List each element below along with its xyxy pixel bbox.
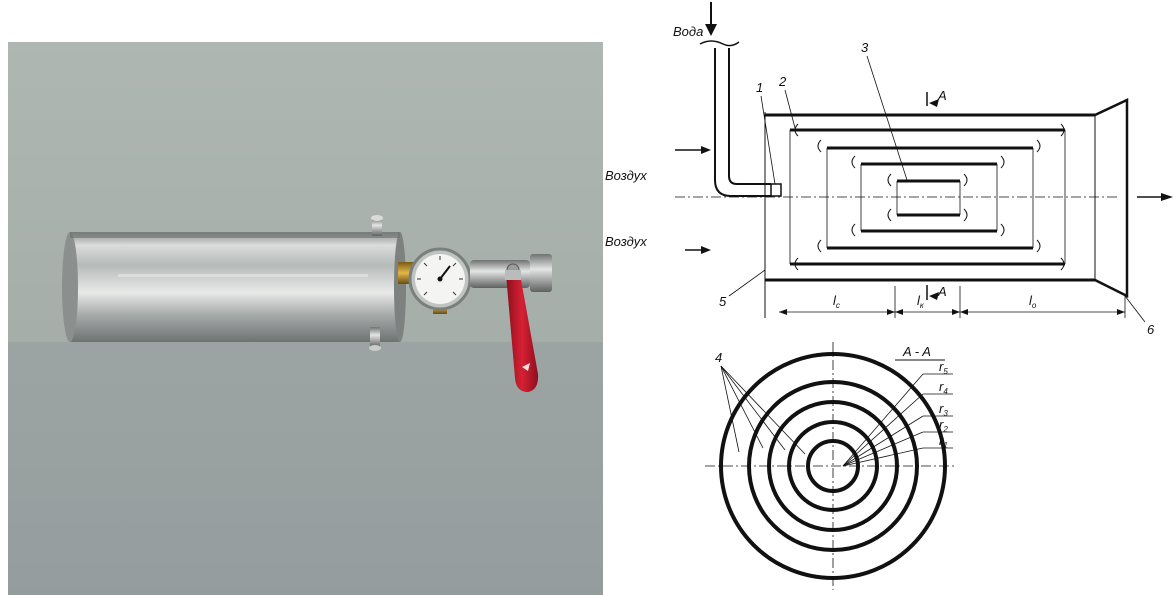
water-label: Вода — [673, 24, 703, 39]
part-label-5: 5 — [719, 294, 727, 309]
air-label-top: Воздух — [605, 168, 647, 183]
part-label-4-group: 4 — [715, 350, 806, 455]
dimension-line: lc lк lо — [779, 286, 1126, 318]
svg-text:lо: lо — [1029, 293, 1037, 310]
svg-text:lc: lc — [833, 293, 840, 310]
air-arrow-bottom — [685, 246, 711, 254]
part-label-1: 1 — [756, 80, 763, 95]
part-label-3: 3 — [861, 40, 869, 55]
dim-label-lc: lc — [833, 293, 840, 310]
burner-diagram: Вода Воздух Воздух — [605, 2, 1173, 590]
section-title: A - A — [902, 344, 931, 359]
air-label-bottom: Воздух — [605, 234, 647, 249]
pressure-gauge — [408, 247, 472, 314]
cross-section — [705, 342, 955, 590]
outlet-arrow — [1137, 193, 1173, 201]
section-label-top: A — [937, 88, 947, 103]
water-break-mark — [699, 40, 740, 47]
radius-label-r3: r3 — [939, 401, 948, 418]
inner-tubes — [789, 128, 1066, 266]
top-nipple — [371, 215, 383, 236]
svg-text:lк: lк — [917, 293, 925, 310]
section-mark-bottom: A — [926, 284, 947, 300]
section-mark-top: A — [926, 88, 947, 107]
air-arrow-top — [675, 146, 711, 154]
radius-label-r2: r2 — [939, 417, 948, 434]
burner-housing — [764, 98, 1129, 318]
part-label-4: 4 — [715, 350, 722, 365]
radius-label-r4: r4 — [939, 379, 948, 396]
radius-labels: r5 r4 r3 r2 r1 — [939, 359, 948, 450]
part-label-2: 2 — [778, 74, 787, 89]
water-pipe — [714, 48, 782, 197]
section-label-bottom: A — [937, 284, 947, 299]
table-surface — [8, 342, 603, 595]
dim-label-lo: lо — [1029, 293, 1037, 310]
water-arrow — [705, 2, 717, 36]
dim-label-lk: lк — [917, 293, 925, 310]
radius-leaders — [842, 373, 953, 467]
bottom-nipple — [369, 327, 381, 351]
cylinder-body — [62, 232, 406, 342]
device-photo — [8, 42, 603, 595]
radius-label-r5: r5 — [939, 359, 948, 376]
flow-marks — [794, 123, 1065, 271]
valve-handle — [505, 270, 539, 392]
part-labels: 1 2 3 5 6 — [719, 40, 1155, 337]
part-label-6: 6 — [1147, 322, 1155, 337]
radius-label-r1: r1 — [939, 433, 948, 450]
